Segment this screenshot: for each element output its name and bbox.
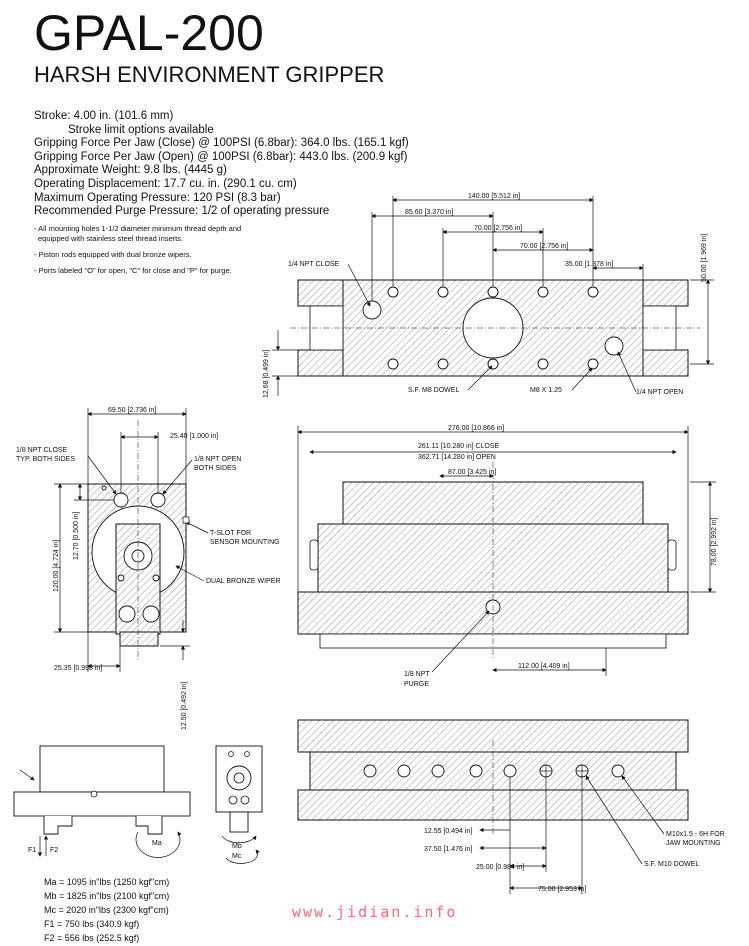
dim-85: 85.60 [3.370 in] [405, 209, 453, 216]
label-npt18-open-both: BOTH SIDES [194, 465, 237, 472]
spec-stroke-options: Stroke limit options available [68, 123, 214, 136]
dim-12-70: 12.70 [0.500 in] [73, 512, 80, 560]
label-m10-dowel: S.F. M10 DOWEL [644, 861, 699, 868]
dim-362-open: 362.71 [14.280 in] OPEN [418, 454, 496, 461]
front-view: 276.00 [10.866 in] 261.11 [10.280 in] CL… [297, 425, 718, 688]
label-ma: Ma [152, 840, 162, 847]
label-purge: PURGE [404, 681, 429, 688]
dim-78: 78.00 [2.992 in] [711, 518, 718, 566]
note-ports: - Ports labeled "O" for open, "C" for cl… [34, 266, 232, 275]
dim-70a: 70.00 [2.756 in] [474, 225, 522, 232]
dim-25: 25.00 [0.984 in] [476, 864, 524, 871]
dim-87: 87.00 [3.425 in] [448, 469, 496, 476]
moment-mb: Mb = 1825 in"lbs (2100 kgf"cm) [44, 891, 170, 901]
spec-stroke: Stroke: 4.00 in. (101.6 mm) [34, 110, 174, 122]
watermark: www.jidian.info [292, 903, 458, 921]
label-m10-thread: M10x1.5 - 6H FOR [666, 831, 725, 838]
label-purge-npt: 1/8 NPT [404, 671, 430, 678]
dim-35: 35.00 [1.378 in] [565, 261, 613, 268]
label-m8-dowel: S.F. M8 DOWEL [408, 387, 459, 394]
label-npt18-open: 1/8 NPT OPEN [194, 456, 241, 463]
moment-ma: Ma = 1095 in"lbs (1250 kgf"cm) [44, 877, 170, 887]
dim-37-50: 37.50 [1.476 in] [424, 846, 472, 853]
label-f2: F2 [50, 847, 58, 854]
label-npt-close: 1/4 NPT CLOSE [288, 261, 340, 268]
label-tslot: T-SLOT FOR [210, 530, 251, 537]
note-piston-rods: - Piston rods equipped with dual bronze … [34, 250, 192, 259]
bottom-view: 12.55 [0.494 in] 37.50 [1.476 in] 25.00 … [297, 719, 725, 894]
product-subtitle: HARSH ENVIRONMENT GRIPPER [34, 62, 385, 87]
spec-force-open: Gripping Force Per Jaw (Open) @ 100PSI (… [34, 150, 408, 163]
dim-261-close: 261.11 [10.280 in] CLOSE [418, 443, 500, 450]
notes-list: - All mounting holes 1-1/2 diameter mini… [34, 224, 241, 276]
spec-force-close: Gripping Force Per Jaw (Close) @ 100PSI … [34, 137, 409, 150]
label-mc: Mc [232, 853, 242, 860]
label-dual-bronze-wiper: DUAL BRONZE WIPER [206, 578, 280, 585]
end-view-small: Mb Mc [215, 745, 263, 864]
product-title: GPAL-200 [34, 5, 264, 61]
dim-75: 75.00 [2.953 in] [538, 886, 586, 893]
dim-112: 112.00 [4.409 in] [518, 663, 570, 670]
bottom-view-holes [363, 764, 625, 778]
spec-purge-pressure: Recommended Purge Pressure: 1/2 of opera… [34, 205, 330, 218]
label-npt18-close-both: TYP. BOTH SIDES [16, 456, 75, 463]
dim-120: 120.00 [4.724 in] [53, 540, 60, 592]
label-tslot-sensor: SENSOR MOUNTING [210, 539, 280, 546]
force-f1: F1 = 750 lbs (340.9 kgf) [44, 919, 140, 929]
label-m8: M8 X 1.25 [530, 387, 562, 394]
dim-25-40: 25.40 [1.000 in] [170, 433, 218, 440]
label-mb: Mb [232, 843, 242, 850]
spec-max-pressure: Maximum Operating Pressure: 120 PSI (8.3… [34, 191, 281, 204]
side-view: 69.50 [2.736 in] 25.40 [1.000 in] 1/8 NP… [16, 407, 280, 730]
dim-50: 50.00 [1.969 in] [701, 234, 708, 282]
force-f2: F2 = 556 lbs (252.5 kgf) [44, 933, 140, 943]
dim-140: 140.00 [5.512 in] [468, 193, 520, 200]
label-jaw-mounting: JAW MOUNTING [666, 840, 721, 847]
dim-25-35: 25.35 [0.998 in] [54, 665, 102, 672]
note-mounting-holes: - All mounting holes 1-1/2 diameter mini… [34, 224, 242, 233]
moment-ratings: Ma = 1095 in"lbs (1250 kgf"cm) Mb = 1825… [44, 875, 169, 945]
spec-displacement: Operating Displacement: 17.7 cu. in. (29… [34, 177, 297, 190]
spec-weight: Approximate Weight: 9.8 lbs. (4445 g) [34, 164, 227, 177]
dim-12-68: 12.68 [0.499 in] [263, 350, 270, 398]
dim-276: 276.00 [10.866 in] [448, 425, 504, 432]
label-f1: F1 [28, 847, 36, 854]
note-mounting-holes-cont: equipped with stainless steel thread ins… [38, 234, 184, 243]
moment-mc: Mc = 2020 in"lbs (2300 kgf"cm) [44, 905, 169, 915]
label-npt18-close: 1/8 NPT CLOSE [16, 447, 68, 454]
bottom-view-base [297, 789, 689, 821]
dim-12-50: 12.50 [0.492 in] [181, 682, 188, 730]
specifications-list: Stroke: 4.00 in. (101.6 mm) Stroke limit… [34, 110, 409, 219]
dim-12-55: 12.55 [0.494 in] [424, 828, 472, 835]
label-npt-open-quarter: 1/4 NPT OPEN [636, 389, 683, 396]
bottom-view-top-plate [297, 719, 689, 753]
top-view: 140.00 [5.512 in] 85.60 [3.370 in] 70.00… [263, 193, 714, 398]
load-diagram: F1 F2 Ma [13, 745, 191, 858]
dim-69-50: 69.50 [2.736 in] [108, 407, 156, 414]
dim-70b: 70.00 [2.756 in] [520, 243, 568, 250]
